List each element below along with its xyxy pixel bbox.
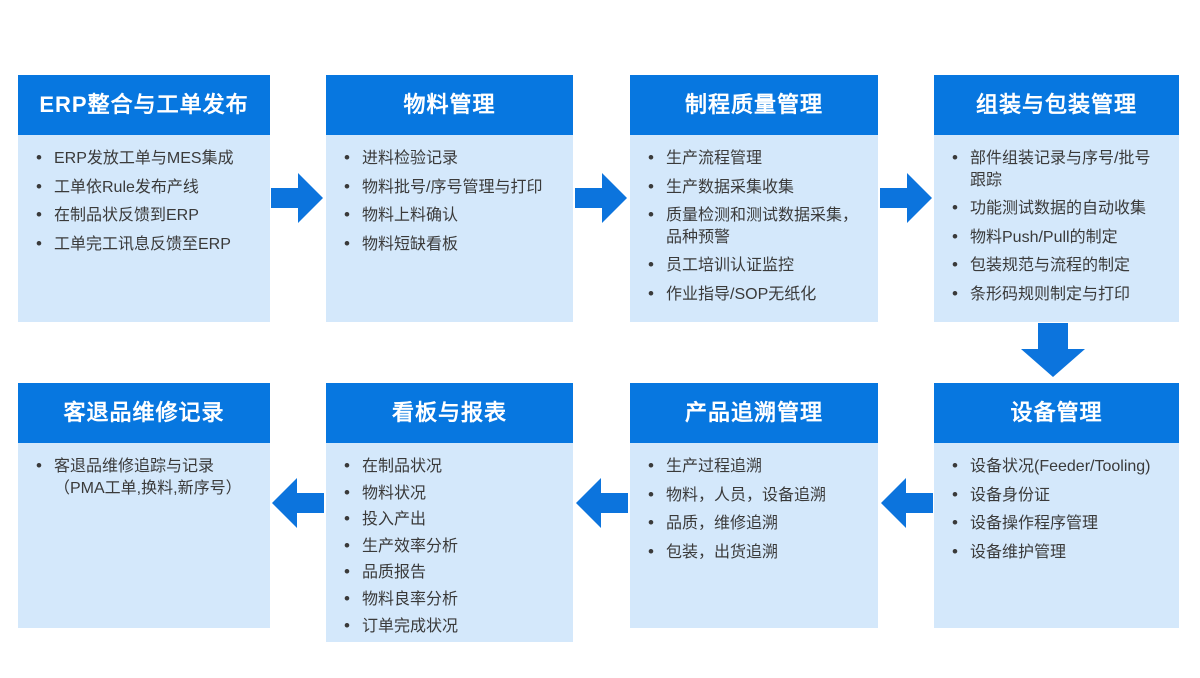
box-material-management: 物料管理 进料检验记录物料批号/序号管理与打印物料上料确认物料短缺看板 (326, 75, 573, 322)
bullet-item: 进料检验记录 (342, 147, 565, 170)
box-assembly-list: 部件组装记录与序号/批号 跟踪功能测试数据的自动收集物料Push/Pull的制定… (934, 135, 1179, 322)
bullet-item: 工单完工讯息反馈至ERP (34, 233, 262, 256)
box-equipment-title: 设备管理 (934, 383, 1179, 443)
bullet-item: 功能测试数据的自动收集 (950, 197, 1171, 220)
bullet-item: 在制品状况 (342, 455, 565, 478)
bullet-item: 包装，出货追溯 (646, 541, 870, 564)
bullet-item: 生产数据采集收集 (646, 176, 870, 199)
bullet-item: 物料Push/Pull的制定 (950, 226, 1171, 249)
bullet-item: 品质，维修追溯 (646, 512, 870, 535)
bullet-item: 物料上料确认 (342, 204, 565, 227)
box-material-title: 物料管理 (326, 75, 573, 135)
box-process-quality: 制程质量管理 生产流程管理生产数据采集收集质量检测和测试数据采集， 品种预警员工… (630, 75, 878, 322)
bullet-item: 物料状况 (342, 482, 565, 505)
bullet-item: 设备身份证 (950, 484, 1171, 507)
box-material-list: 进料检验记录物料批号/序号管理与打印物料上料确认物料短缺看板 (326, 135, 573, 322)
bullet-item: 部件组装记录与序号/批号 跟踪 (950, 147, 1171, 191)
box-product-traceability: 产品追溯管理 生产过程追溯物料，人员，设备追溯品质，维修追溯包装，出货追溯 (630, 383, 878, 628)
bullet-item: 物料批号/序号管理与打印 (342, 176, 565, 199)
arrow-left-icon (271, 476, 324, 530)
box-trace-title: 产品追溯管理 (630, 383, 878, 443)
bullet-item: 质量检测和测试数据采集， 品种预警 (646, 204, 870, 248)
bullet-item: 品质报告 (342, 561, 565, 584)
bullet-item: 工单依Rule发布产线 (34, 176, 262, 199)
box-assembly-title: 组装与包装管理 (934, 75, 1179, 135)
bullet-item: 订单完成状况 (342, 615, 565, 638)
box-equipment-list: 设备状况(Feeder/Tooling) 设备身份证设备操作程序管理设备维护管理 (934, 443, 1179, 628)
bullet-item: 设备维护管理 (950, 541, 1171, 564)
arrow-left-icon (880, 476, 933, 530)
box-erp-work-order: ERP整合与工单发布 ERP发放工单与MES集成工单依Rule发布产线在制品状反… (18, 75, 270, 322)
bullet-item: 包装规范与流程的制定 (950, 254, 1171, 277)
box-kanban-list: 在制品状况物料状况投入产出生产效率分析品质报告物料良率分析订单完成状况 (326, 443, 573, 643)
bullet-item: 物料，人员，设备追溯 (646, 484, 870, 507)
arrow-right-icon (575, 171, 628, 225)
bullet-item: 生产流程管理 (646, 147, 870, 170)
bullet-item: 生产效率分析 (342, 535, 565, 558)
box-erp-list: ERP发放工单与MES集成工单依Rule发布产线在制品状反馈到ERP 工单完工讯息… (18, 135, 270, 322)
bullet-item: 物料良率分析 (342, 588, 565, 611)
box-kanban-reports: 看板与报表 在制品状况物料状况投入产出生产效率分析品质报告物料良率分析订单完成状… (326, 383, 573, 643)
bullet-item: 投入产出 (342, 508, 565, 531)
bullet-item: 条形码规则制定与打印 (950, 283, 1171, 306)
bullet-item: 物料短缺看板 (342, 233, 565, 256)
arrow-right-icon (271, 171, 324, 225)
arrow-down-icon (1020, 323, 1086, 378)
arrow-right-icon (880, 171, 933, 225)
bullet-item: 员工培训认证监控 (646, 254, 870, 277)
box-returns-list: 客退品维修追踪与记录 （PMA工单,换料,新序号） (18, 443, 270, 628)
bullet-item: 生产过程追溯 (646, 455, 870, 478)
arrow-left-icon (575, 476, 628, 530)
bullet-item: 在制品状反馈到ERP (34, 204, 262, 227)
bullet-item: 设备状况(Feeder/Tooling) (950, 455, 1171, 478)
box-equipment-management: 设备管理 设备状况(Feeder/Tooling) 设备身份证设备操作程序管理设备… (934, 383, 1179, 628)
box-assembly-packaging: 组装与包装管理 部件组装记录与序号/批号 跟踪功能测试数据的自动收集物料Push… (934, 75, 1179, 322)
bullet-item: ERP发放工单与MES集成 (34, 147, 262, 170)
box-trace-list: 生产过程追溯物料，人员，设备追溯品质，维修追溯包装，出货追溯 (630, 443, 878, 628)
bullet-item: 作业指导/SOP无纸化 (646, 283, 870, 306)
box-erp-title: ERP整合与工单发布 (18, 75, 270, 135)
box-quality-title: 制程质量管理 (630, 75, 878, 135)
box-returns-title: 客退品维修记录 (18, 383, 270, 443)
bullet-item: 客退品维修追踪与记录 （PMA工单,换料,新序号） (34, 455, 262, 499)
box-customer-returns: 客退品维修记录 客退品维修追踪与记录 （PMA工单,换料,新序号） (18, 383, 270, 628)
box-kanban-title: 看板与报表 (326, 383, 573, 443)
bullet-item: 设备操作程序管理 (950, 512, 1171, 535)
box-quality-list: 生产流程管理生产数据采集收集质量检测和测试数据采集， 品种预警员工培训认证监控作… (630, 135, 878, 322)
